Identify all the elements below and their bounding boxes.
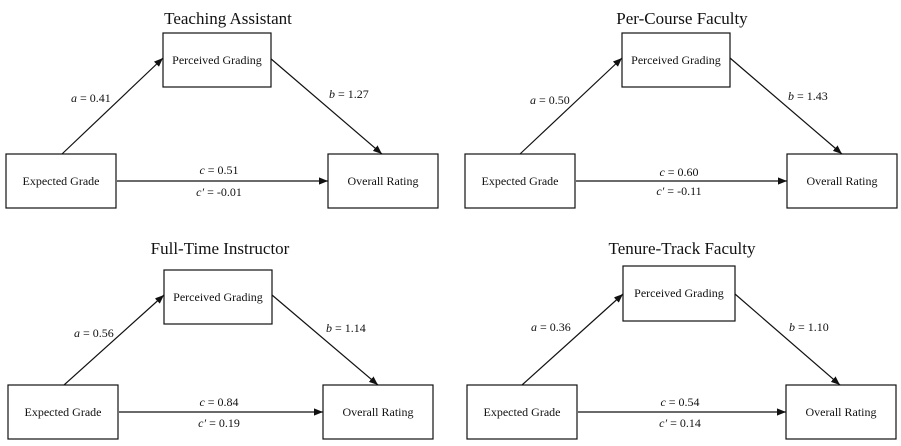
predictor-label: Expected Grade — [23, 174, 100, 188]
coef-b-value: 1.14 — [345, 321, 366, 335]
mediator-box — [621, 32, 731, 88]
predictor-box — [7, 384, 119, 440]
coef-a: a = 0.50 — [530, 93, 570, 107]
coef-c-symbol: c — [660, 395, 666, 409]
path-b-arrow — [734, 293, 841, 386]
coef-c-value: 0.84 — [218, 395, 239, 409]
coef-c-prime: c′ = 0.14 — [659, 416, 701, 430]
coef-b: b = 1.10 — [789, 320, 829, 334]
outcome-box — [327, 153, 439, 209]
coef-c-prime-value: 0.14 — [680, 416, 701, 430]
coef-c-prime-value: 0.19 — [219, 416, 240, 430]
coef-c-prime-symbol: c′ — [656, 184, 664, 198]
outcome-label: Overall Rating — [807, 174, 878, 188]
coef-c-value: 0.60 — [678, 165, 699, 179]
panel-title: Per-Course Faculty — [616, 9, 748, 28]
coef-b-value: 1.27 — [348, 87, 369, 101]
predictor-label: Expected Grade — [482, 174, 559, 188]
mediator-label: Perceived Grading — [173, 290, 263, 304]
coef-c: c = 0.51 — [199, 163, 238, 177]
predictor-label: Expected Grade — [25, 405, 102, 419]
path-a-arrow — [519, 57, 623, 155]
coef-a-symbol: a — [530, 93, 536, 107]
path-a-arrow — [61, 57, 164, 155]
coef-c-symbol: c — [199, 395, 205, 409]
outcome-box — [785, 384, 897, 440]
coef-a-symbol: a — [71, 91, 77, 105]
path-a-arrow — [521, 293, 624, 386]
coef-c: c = 0.60 — [659, 165, 698, 179]
predictor-box — [466, 384, 578, 440]
coef-a-symbol: a — [74, 326, 80, 340]
coef-b-symbol: b — [789, 320, 795, 334]
coef-c-prime: c′ = -0.11 — [656, 184, 701, 198]
coef-a-value: 0.56 — [93, 326, 114, 340]
coef-c: c = 0.54 — [660, 395, 699, 409]
coef-c-symbol: c — [659, 165, 665, 179]
coef-a-symbol: a — [531, 320, 537, 334]
mediator-box — [622, 265, 736, 322]
path-b-arrow — [271, 294, 379, 386]
coef-b: b = 1.27 — [329, 87, 369, 101]
path-a-arrow — [63, 294, 165, 386]
coef-a-value: 0.41 — [90, 91, 111, 105]
panel-title: Tenure-Track Faculty — [609, 239, 756, 258]
predictor-box — [5, 153, 117, 209]
path-b-arrow — [729, 57, 843, 155]
path-b-arrow — [269, 57, 383, 155]
coef-c-prime-symbol: c′ — [198, 416, 206, 430]
mediator-label: Perceived Grading — [634, 286, 724, 300]
coef-a-value: 0.50 — [549, 93, 570, 107]
coef-c-value: 0.54 — [679, 395, 700, 409]
panel-title: Full-Time Instructor — [151, 239, 290, 258]
panel-tenure-track-faculty: Tenure-Track Faculty Perceived Grading E… — [466, 239, 897, 440]
outcome-label: Overall Rating — [348, 174, 419, 188]
coef-c-value: 0.51 — [218, 163, 239, 177]
mediator-label: Perceived Grading — [631, 53, 721, 67]
coef-a: a = 0.41 — [71, 91, 111, 105]
coef-c: c = 0.84 — [199, 395, 238, 409]
outcome-label: Overall Rating — [343, 405, 414, 419]
coef-b-value: 1.10 — [808, 320, 829, 334]
coef-c-prime-symbol: c′ — [659, 416, 667, 430]
coef-b: b = 1.43 — [788, 89, 828, 103]
coef-c-symbol: c — [199, 163, 205, 177]
outcome-box — [322, 384, 434, 440]
panel-title: Teaching Assistant — [164, 9, 292, 28]
outcome-label: Overall Rating — [806, 405, 877, 419]
coef-c-prime: c′ = 0.19 — [198, 416, 240, 430]
coef-b-symbol: b — [329, 87, 335, 101]
predictor-label: Expected Grade — [484, 405, 561, 419]
mediator-box — [163, 269, 273, 325]
coef-c-prime-symbol: c′ — [196, 185, 204, 199]
coef-a-value: 0.36 — [550, 320, 571, 334]
coef-b-symbol: b — [788, 89, 794, 103]
coef-c-prime: c′ = -0.01 — [196, 185, 242, 199]
coef-b-symbol: b — [326, 321, 332, 335]
coef-a: a = 0.36 — [531, 320, 571, 334]
outcome-box — [786, 153, 898, 209]
coef-c-prime-value: -0.01 — [217, 185, 242, 199]
panel-teaching-assistant: Teaching Assistant Perceived Grading Exp… — [5, 9, 439, 209]
coef-b-value: 1.43 — [807, 89, 828, 103]
coef-b: b = 1.14 — [326, 321, 366, 335]
coef-c-prime-value: -0.11 — [677, 184, 702, 198]
coef-a: a = 0.56 — [74, 326, 114, 340]
mediator-box — [162, 32, 272, 88]
panel-per-course-faculty: Per-Course Faculty Perceived Grading Exp… — [464, 9, 898, 209]
mediator-label: Perceived Grading — [172, 53, 262, 67]
panel-full-time-instructor: Full-Time Instructor Perceived Grading E… — [7, 239, 434, 440]
predictor-box — [464, 153, 576, 209]
